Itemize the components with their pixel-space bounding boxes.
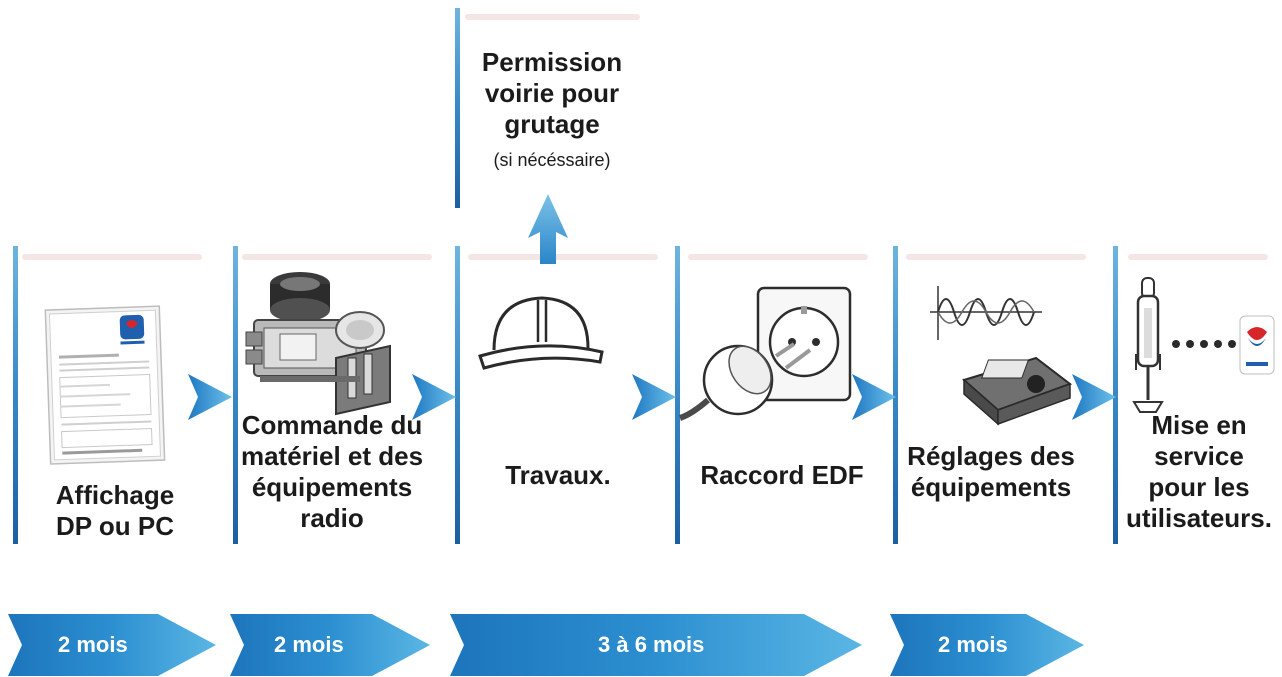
separator-bar-3 xyxy=(455,246,460,544)
up-arrow-icon xyxy=(528,194,568,264)
hard-hat-icon xyxy=(478,296,604,370)
permission-line-3: grutage xyxy=(504,109,600,139)
step-label-line: Affichage xyxy=(55,480,175,510)
step-label-line: DP ou PC xyxy=(56,511,174,541)
faint-header-2 xyxy=(242,254,432,260)
chevron-right-icon xyxy=(632,374,676,420)
step-label-line: Travaux. xyxy=(505,460,611,490)
permission-note: (si nécéssaire) xyxy=(493,150,611,170)
antenna-link-icon xyxy=(1132,277,1275,413)
duration-arrow-3: 3 à 6 mois xyxy=(450,614,862,676)
separator-bar-5 xyxy=(893,246,898,544)
step-label-line: service xyxy=(1154,441,1244,471)
duration-arrow-1: 2 mois xyxy=(8,614,216,676)
faint-header-1 xyxy=(22,254,202,260)
step-label-line: Réglages des xyxy=(907,441,1075,471)
duration-label: 2 mois xyxy=(938,632,1008,657)
chevron-right-icon xyxy=(1072,374,1116,420)
duration-label: 2 mois xyxy=(274,632,344,657)
step-label-line: équipements xyxy=(910,472,1072,502)
permission-label: Permission voirie pour grutage xyxy=(466,47,638,140)
faint-header-3 xyxy=(468,254,658,260)
step-label-line: matériel et des xyxy=(240,441,424,471)
step-label-line: pour les xyxy=(1148,472,1250,502)
duration-label: 2 mois xyxy=(58,632,128,657)
step-label-line: équipements xyxy=(251,472,413,502)
duration-arrow-2: 2 mois xyxy=(230,614,430,676)
separator-bar-2 xyxy=(233,246,238,544)
duration-arrow-4: 2 mois xyxy=(890,614,1084,676)
step-label-travaux: Travaux. xyxy=(470,460,646,491)
duration-label: 3 à 6 mois xyxy=(598,632,705,657)
separator-bar-4 xyxy=(675,246,680,544)
step-label-affichage: Affichage DP ou PC xyxy=(30,480,200,542)
document-panel-icon xyxy=(44,305,166,465)
radio-equipment-icon xyxy=(245,272,391,416)
permission-line-2: voirie pour xyxy=(484,78,620,108)
chevron-right-icon xyxy=(412,374,456,420)
step-label-commande: Commande du matériel et des équipements … xyxy=(234,410,430,534)
step-label-reglages: Réglages des équipements xyxy=(896,441,1086,503)
faint-header-4 xyxy=(688,254,868,260)
chevron-right-icon xyxy=(852,374,896,420)
step-label-line: radio xyxy=(300,503,364,533)
chevron-right-icon xyxy=(188,374,232,420)
step-label-raccord: Raccord EDF xyxy=(682,460,882,491)
separator-bar-top xyxy=(455,8,460,208)
separator-bar-1 xyxy=(13,246,18,544)
separator-bar-6 xyxy=(1113,246,1118,544)
step-label-line: Mise en xyxy=(1151,410,1247,440)
faint-header-5 xyxy=(906,254,1086,260)
signal-meter-icon xyxy=(930,286,1073,426)
step-label-mise-en-service: Mise en service pour les utilisateurs. xyxy=(1120,410,1278,534)
faint-header-top xyxy=(465,14,640,20)
step-label-line: Raccord EDF xyxy=(700,460,864,490)
faint-header-6 xyxy=(1128,254,1268,260)
power-plug-icon xyxy=(678,286,852,421)
step-label-line: Commande du xyxy=(241,410,423,440)
permission-line-1: Permission xyxy=(481,47,623,77)
step-label-line: utilisateurs. xyxy=(1126,503,1272,533)
